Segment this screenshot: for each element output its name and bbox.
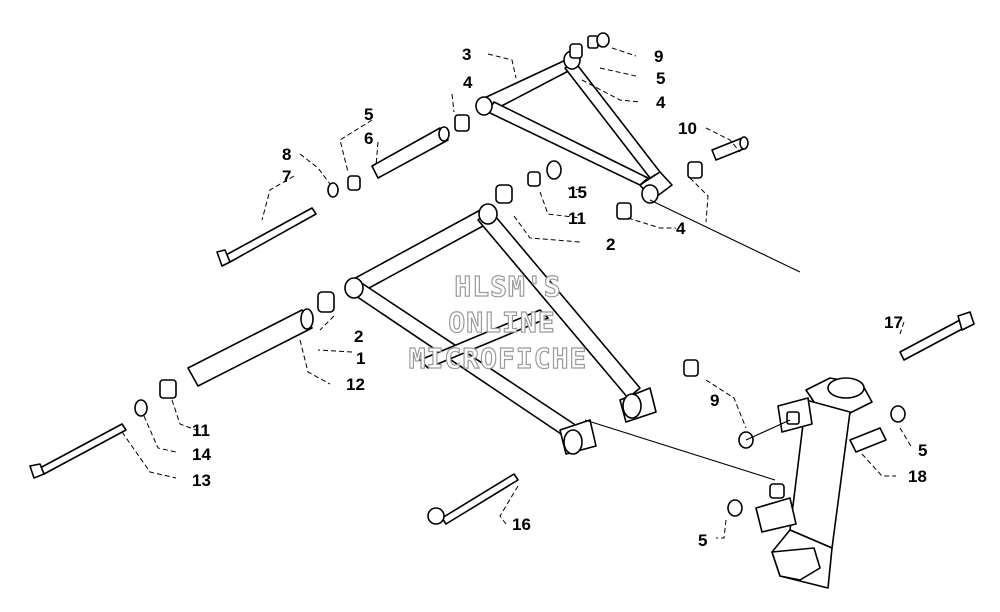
callout-2-lower: 2 [354,327,363,346]
lower-arm-hardware [29,160,699,479]
callout-7: 7 [282,167,291,186]
callout-4-upper: 4 [463,73,473,92]
callout-9-lower: 9 [710,391,719,410]
callout-3: 3 [462,45,471,64]
callout-13: 13 [192,471,211,490]
lower-a-arm [344,203,657,455]
callout-1: 1 [356,349,365,368]
callout-16: 16 [512,515,531,534]
callout-5-mid: 5 [364,105,373,124]
watermark-line-1: HLSM'S [454,270,561,303]
callout-15: 15 [568,183,587,202]
steering-knuckle [727,311,975,589]
callout-11-lower: 11 [192,421,210,440]
upper-arm-hardware [454,32,749,220]
callout-9-top: 9 [654,47,663,66]
callout-5-right: 5 [918,441,927,460]
watermark: HLSM'S ONLINE MICROFICHE [408,269,588,375]
watermark-line-2: ONLINE [448,306,555,339]
upper-pivot-shaft [216,126,450,267]
callout-10: 10 [678,119,697,138]
callout-17: 17 [884,313,903,332]
assembly-lines [584,199,801,481]
callout-8: 8 [282,145,291,164]
callout-leaders [121,47,913,539]
upper-a-arm [475,50,673,204]
watermark-line-3: MICROFICHE [409,342,588,375]
callout-5-top: 5 [656,69,665,88]
callout-5-bottom: 5 [698,531,707,550]
callout-labels: 3 4 9 5 4 5 6 8 7 10 15 11 2 4 2 1 12 11… [192,45,927,550]
lower-pivot-bolt-16 [427,473,519,525]
callout-11-upper: 11 [568,209,586,228]
callout-14: 14 [192,445,211,464]
callout-2-upper: 2 [606,235,615,254]
callout-6: 6 [364,129,373,148]
callout-12: 12 [346,375,365,394]
callout-4-lower: 4 [676,219,686,238]
callout-4-top-right: 4 [656,93,666,112]
callout-18: 18 [908,467,927,486]
